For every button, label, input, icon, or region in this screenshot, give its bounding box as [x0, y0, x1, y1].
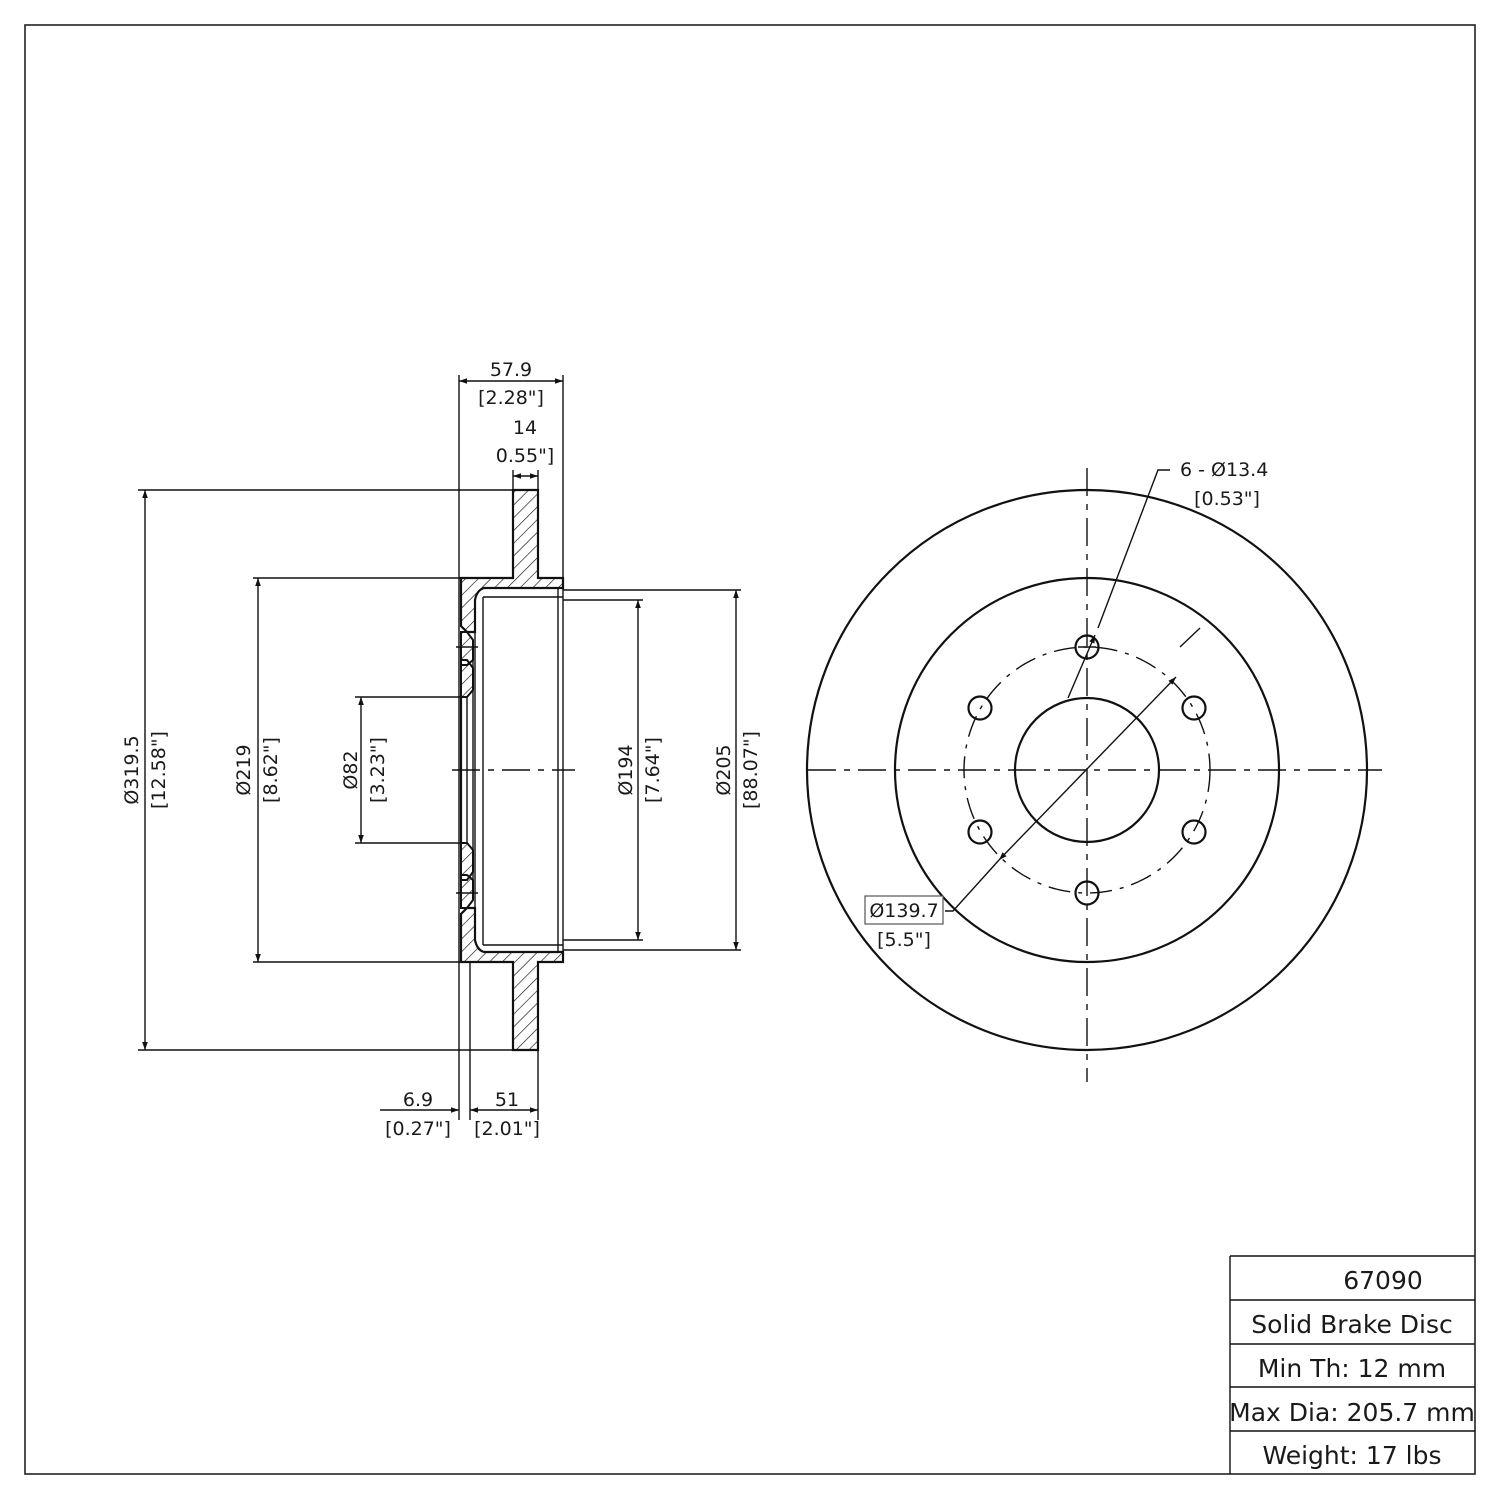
dim-overall-height-in: [2.28"] [478, 387, 544, 409]
dim-hat-diameter: Ø219 [233, 744, 255, 795]
dim-bolt-circle-in: [5.5"] [877, 929, 931, 951]
dim-inner-hat-diameter-in: [7.64"] [642, 737, 664, 803]
dim-outer-diameter-in: [12.58"] [148, 731, 170, 809]
dim-max-inner-diameter-in: [88.07"] [740, 731, 762, 809]
dim-offset: 51 [495, 1089, 519, 1111]
dim-rotor-thickness-in: 0.55"] [496, 445, 554, 467]
bolt-hole [1181, 695, 1207, 721]
dim-bolt-holes-in: [0.53"] [1194, 488, 1260, 510]
bolt-hole [967, 819, 993, 845]
front-view: 6 - Ø13.4 [0.53"] Ø139.7 [5.5"] [805, 459, 1382, 1082]
dim-rotor-thickness: 14 [513, 417, 537, 439]
part-description: Solid Brake Disc [1251, 1310, 1453, 1339]
dim-hat-face-thickness-in: [0.27"] [385, 1118, 451, 1140]
dim-hat-diameter-in: [8.62"] [260, 737, 282, 803]
drawing-border [24, 24, 1476, 1475]
section-hatch-top [459, 488, 565, 634]
dim-inner-hat-diameter: Ø194 [615, 744, 637, 795]
max-diameter: Max Dia: 205.7 mm [1229, 1398, 1475, 1427]
bolt-circle-basic-box [864, 895, 944, 925]
weight: Weight: 17 lbs [1262, 1441, 1441, 1470]
bolt-hole [1181, 819, 1207, 845]
dim-overall-height: 57.9 [490, 359, 532, 381]
title-block: 67090 Solid Brake Disc Min Th: 12 mm Max… [1229, 1255, 1475, 1474]
section-hatch-bottom [459, 906, 565, 1052]
dim-center-bore: Ø82 [340, 750, 362, 789]
section-view: 57.9 [2.28"] 14 0.55"] Ø319.5 [12.58"] Ø… [121, 359, 762, 1140]
bolt-hole [967, 695, 993, 721]
dim-outer-diameter: Ø319.5 [121, 735, 143, 804]
dim-center-bore-in: [3.23"] [367, 737, 389, 803]
dim-bolt-holes: 6 - Ø13.4 [1180, 459, 1268, 481]
part-number: 67090 [1343, 1266, 1423, 1295]
dim-max-inner-diameter: Ø205 [713, 744, 735, 795]
dim-hat-face-thickness: 6.9 [403, 1089, 433, 1111]
min-thickness: Min Th: 12 mm [1258, 1354, 1446, 1383]
dim-offset-in: [2.01"] [474, 1118, 540, 1140]
dim-bolt-circle: Ø139.7 [869, 900, 938, 922]
